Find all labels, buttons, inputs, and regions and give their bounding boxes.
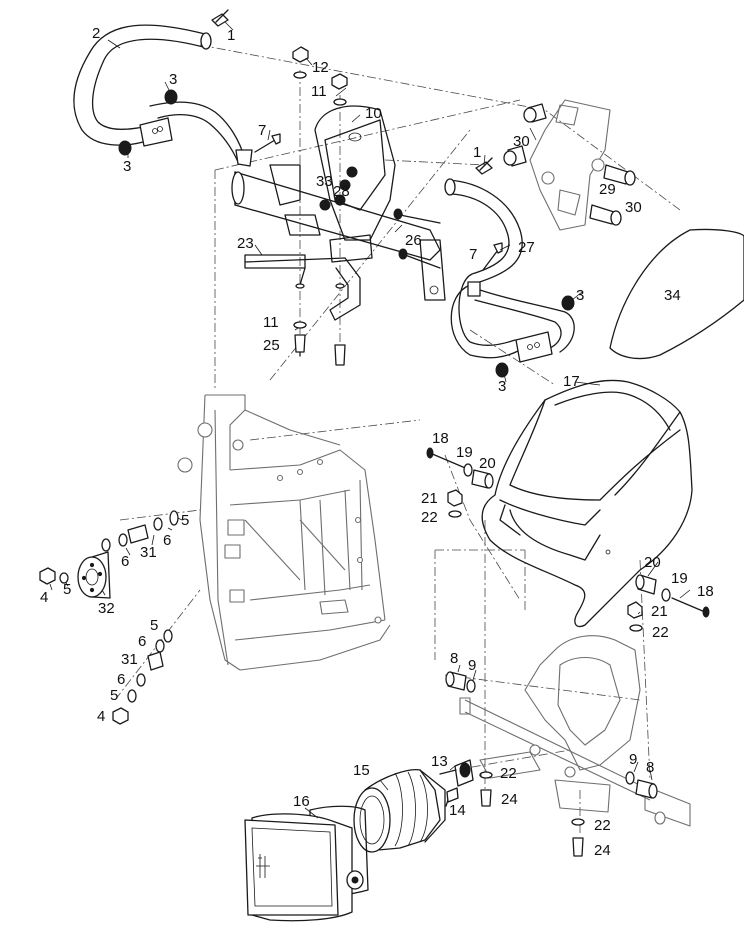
center-bracket [231,105,446,321]
callout-label: 25 [263,337,280,354]
callout-label: 18 [432,430,449,447]
callout-label: 15 [353,762,370,779]
callout-label: 8 [450,650,458,667]
main-frame [177,394,391,671]
callout-label: 14 [449,802,466,819]
callout-label: 13 [431,753,448,770]
callout-label: 5 [63,581,71,598]
callout-label: 27 [518,239,535,256]
callout-label: 22 [421,509,438,526]
callout-label: 22 [652,624,669,641]
bolt-icon [254,133,281,153]
callout-label: 11 [263,314,279,331]
leader-lines [49,21,691,819]
handle-bar-left [73,24,253,167]
callout-label: 2 [92,25,100,42]
callout-label: 11 [311,83,327,100]
bolt-icon [211,9,229,27]
callout-label: 10 [365,105,382,122]
headlight-boot [353,769,446,853]
windscreen-panel [609,228,744,360]
callout-label: 6 [117,671,125,688]
bushing-icon [445,671,658,799]
callout-label: 30 [513,133,530,150]
callout-label: 21 [421,490,438,507]
end-cap-icon [495,295,575,378]
headlight-unit [244,805,369,922]
nut-icon [39,567,69,585]
bulb-socket-icon [439,759,474,807]
callout-label: 1 [227,27,235,44]
callout-label: 22 [594,817,611,834]
front-fairing [481,379,693,628]
callout-label: 32 [98,600,115,617]
callout-label: 16 [293,793,310,810]
callout-label: 7 [469,246,477,263]
callout-label: 19 [671,570,688,587]
callout-label: 12 [312,59,329,76]
callout-label: 33 [316,173,333,190]
callout-label: 19 [456,444,473,461]
bolt-icon [482,242,503,271]
callout-label: 34 [664,287,681,304]
callout-label: 31 [140,544,157,561]
hub-flange-icon [77,551,111,599]
spacer-stack-upper [101,510,179,552]
callout-labels: 1 2 3 3 12 11 10 7 33 28 1 30 30 29 26 2… [40,25,714,859]
fairing-bolt-right [627,574,710,632]
nut-icon [319,166,358,211]
screw-icon [479,771,585,857]
callout-label: 9 [629,751,637,768]
callout-label: 5 [110,687,118,704]
callout-label: 18 [697,583,714,600]
bolt-icon [475,157,493,175]
callout-label: 3 [123,158,131,175]
callout-label: 6 [138,633,146,650]
fairing-bolt-left [426,447,494,518]
callout-label: 8 [646,759,654,776]
callout-label: 29 [599,181,616,198]
callout-label: 24 [594,842,611,859]
callout-label: 20 [644,554,661,571]
nut-icon [292,46,348,106]
callout-label: 1 [473,144,481,161]
callout-label: 4 [97,708,105,725]
callout-label: 6 [163,532,171,549]
callout-label: 7 [258,122,266,139]
spacer-stack-lower [112,629,173,725]
callout-label: 9 [468,657,476,674]
callout-label: 17 [563,373,580,390]
callout-label: 5 [181,512,189,529]
callout-label: 30 [625,199,642,216]
callout-label: 5 [150,617,158,634]
bolt-icon [393,208,441,269]
handle-bar-right [444,178,575,363]
callout-label: 3 [169,71,177,88]
screw-icon [293,321,346,366]
callout-label: 6 [121,553,129,570]
callout-label: 22 [500,765,517,782]
callout-label: 31 [121,651,138,668]
head-stock [529,99,611,231]
callout-label: 26 [405,232,422,249]
bushing-icon [503,103,636,226]
callout-label: 23 [237,235,254,252]
callout-label: 3 [498,378,506,395]
callout-label: 28 [333,183,350,200]
callout-label: 21 [651,603,668,620]
callout-label: 3 [576,287,584,304]
callout-label: 20 [479,455,496,472]
callout-label: 24 [501,791,518,808]
callout-label: 4 [40,589,48,606]
